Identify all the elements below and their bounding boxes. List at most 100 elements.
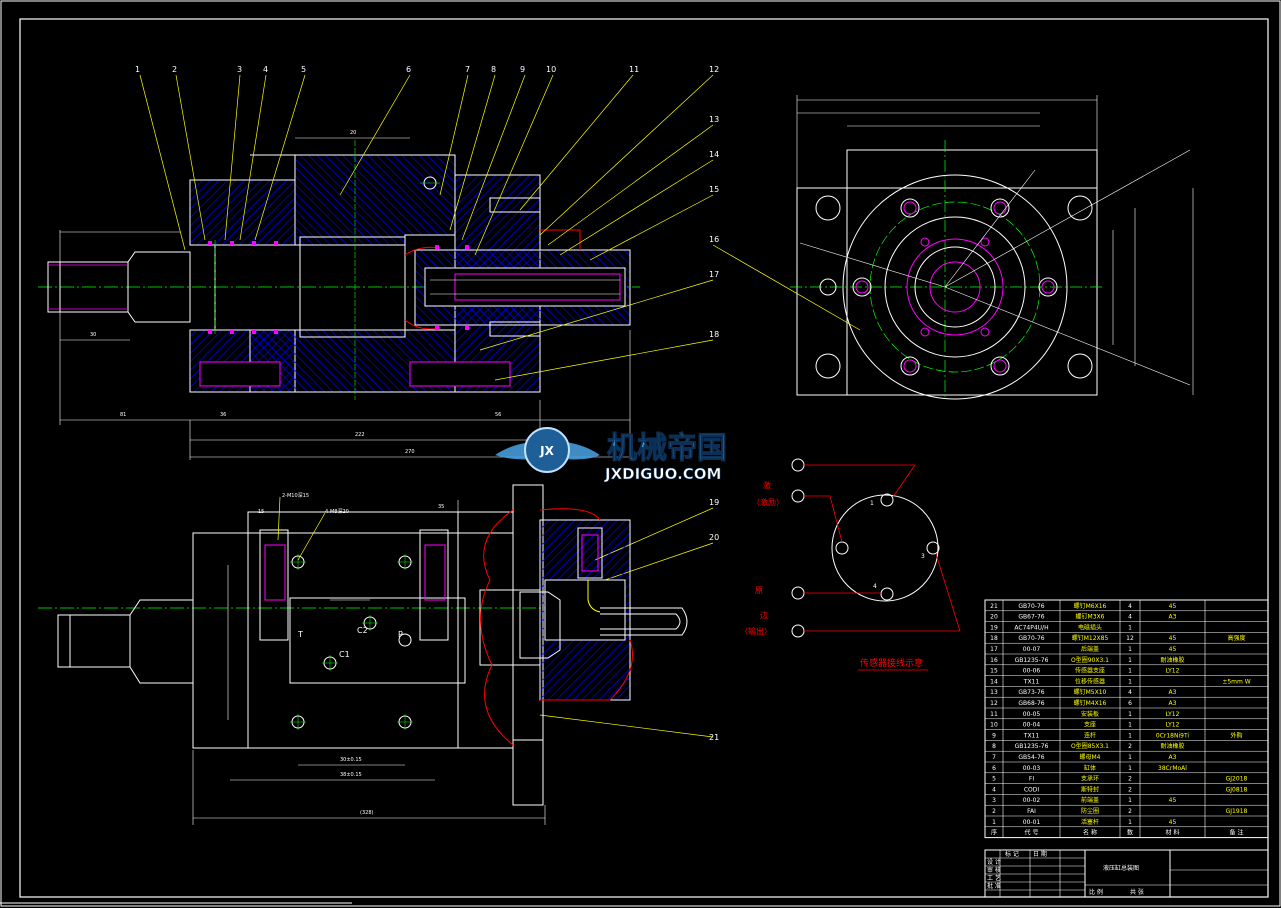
sheet-label: 共 张: [1130, 888, 1144, 896]
bom-cell: 00-05: [1023, 711, 1041, 718]
bom-cell: 13: [990, 689, 998, 696]
sensor-wiring-diagram: 1 3 4 激 （激励） 原 边 （输出） 传感器接线示意: [740, 458, 961, 671]
bom-cell: 2: [1128, 808, 1132, 815]
bom-cell: 45: [1169, 819, 1177, 826]
bom-cell: LY12: [1166, 711, 1180, 718]
bom-cell: 15: [990, 668, 998, 675]
bom-cell: A3: [1169, 614, 1177, 621]
bom-cell: 7: [992, 754, 996, 761]
balloon-16: 16: [709, 235, 719, 244]
bom-cell: 45: [1169, 797, 1177, 804]
watermark-title: 机械帝国: [607, 431, 727, 466]
bom-cell: GB67-76: [1018, 614, 1044, 621]
inner-frame: [19, 18, 1269, 898]
bom-cell: 1: [1128, 722, 1132, 729]
bom-cell: 螺钉M12X85: [1072, 634, 1109, 642]
bom-cell: 1: [1128, 624, 1132, 631]
bom-cell: 0Cr18Ni9Ti: [1156, 732, 1190, 739]
dim-56: 56: [495, 412, 501, 418]
bom-cell: 8: [992, 743, 996, 750]
bom-cell: 17: [990, 646, 998, 653]
bom-cell: 螺钉M4X16: [1074, 699, 1107, 707]
balloon-2: 2: [172, 65, 177, 74]
bom-cell: GB68-76: [1018, 700, 1044, 707]
bom-cell: 斯特封: [1081, 785, 1099, 793]
bom-cell: 电磁插头: [1078, 623, 1102, 631]
bom-cell: AC74P4U/H: [1014, 624, 1048, 631]
balloon-15: 15: [709, 185, 719, 194]
bom-cell: 12: [990, 700, 998, 707]
dim-4xm8: 4-M8深20: [325, 508, 349, 515]
balloon-4: 4: [263, 65, 268, 74]
bom-cell: 9: [992, 732, 996, 739]
front-view: (328) 38±0.15 30±0.15 2-M10深15 4-M8深20 1…: [38, 484, 688, 825]
bom-cell: 45: [1169, 603, 1177, 610]
balloon-12: 12: [709, 65, 719, 74]
balloon-1: 1: [135, 65, 140, 74]
balloon-19: 19: [709, 498, 719, 507]
bom-cell: 19: [990, 624, 998, 631]
bom-cell: 20: [990, 614, 998, 621]
balloon-7: 7: [465, 65, 470, 74]
bom-cell: 1: [1128, 711, 1132, 718]
bom-cell: 1: [1128, 732, 1132, 739]
bom-cell: 1: [1128, 765, 1132, 772]
bom-cell: 安装板: [1081, 710, 1099, 718]
bom-cell: GB54-76: [1018, 754, 1044, 761]
bom-cell: 00-01: [1023, 819, 1041, 826]
bom-cell: 21: [990, 603, 998, 610]
excite-label: 激: [763, 480, 771, 490]
balloon-21: 21: [709, 733, 719, 742]
bom-cell: 4: [992, 786, 996, 793]
label-c2: C2: [357, 626, 368, 635]
balloon-18: 18: [709, 330, 719, 339]
bom-cell: GB70-76: [1018, 603, 1044, 610]
dim-35: 35: [438, 504, 444, 510]
bom-cell: TX11: [1023, 678, 1040, 685]
sign-approve: 批 准: [987, 882, 1001, 890]
output-label-2: 边: [760, 610, 768, 620]
bom-cell: 耐油橡胶: [1160, 656, 1184, 664]
bom-cell: 00-04: [1023, 722, 1041, 729]
bom-cell: 螺钉M5X10: [1074, 688, 1107, 696]
bom-cell: O型圈85X3.1: [1071, 742, 1109, 750]
dim-270: 270: [405, 449, 415, 455]
bom-cell: 00-02: [1023, 797, 1041, 804]
scale-label: 比 例: [1089, 888, 1103, 896]
bom-cell: 2: [1128, 776, 1132, 783]
balloon-leaders-top: [139, 74, 861, 738]
bom-cell: 位移传感器: [1075, 677, 1105, 685]
bom-cell: 螺钉M6X16: [1074, 602, 1107, 610]
bom-cell: 38CrMoAl: [1158, 765, 1187, 772]
bom-cell: 2: [1128, 786, 1132, 793]
bom-cell: 2: [1128, 743, 1132, 750]
bom-header-cell: 备 注: [1230, 829, 1244, 837]
dim-2xm10: 2-M10深15: [282, 492, 309, 499]
bom-cell: 螺钉M3X6: [1076, 613, 1105, 621]
bom-cell: GJ0818: [1226, 786, 1248, 793]
bom-cell: GJ1918: [1226, 808, 1248, 815]
watermark: JX 机械帝国 JXDIGUO.COM: [495, 427, 728, 483]
bom-cell: 1: [1128, 668, 1132, 675]
bom-cell: 14: [990, 678, 998, 685]
bom-cell: 1: [992, 819, 996, 826]
bom-cell: ±5mm W: [1222, 678, 1250, 685]
bom-cell: FAI: [1027, 808, 1036, 815]
dim-38: 38±0.15: [340, 772, 362, 778]
bom-cell: 45: [1169, 635, 1177, 642]
label-c1: C1: [339, 650, 350, 659]
balloon-numbers: 1 2 3 4 5 6 7 8 9 10 11 12 13 14 15 16 1…: [135, 65, 719, 742]
balloon-9: 9: [520, 65, 525, 74]
bom-cell: 高强度: [1227, 634, 1245, 642]
bom-cell: 传感器支座: [1075, 667, 1105, 675]
balloon-11: 11: [629, 65, 639, 74]
sign-review: 审 核: [987, 866, 1001, 874]
bom-cell: 1: [1128, 646, 1132, 653]
bom-cell: 00-03: [1023, 765, 1041, 772]
dim-81: 81: [120, 412, 126, 418]
bom-cell: 耐油橡胶: [1160, 742, 1184, 750]
bom-cell: GJ2018: [1226, 776, 1248, 783]
balloon-10: 10: [546, 65, 556, 74]
